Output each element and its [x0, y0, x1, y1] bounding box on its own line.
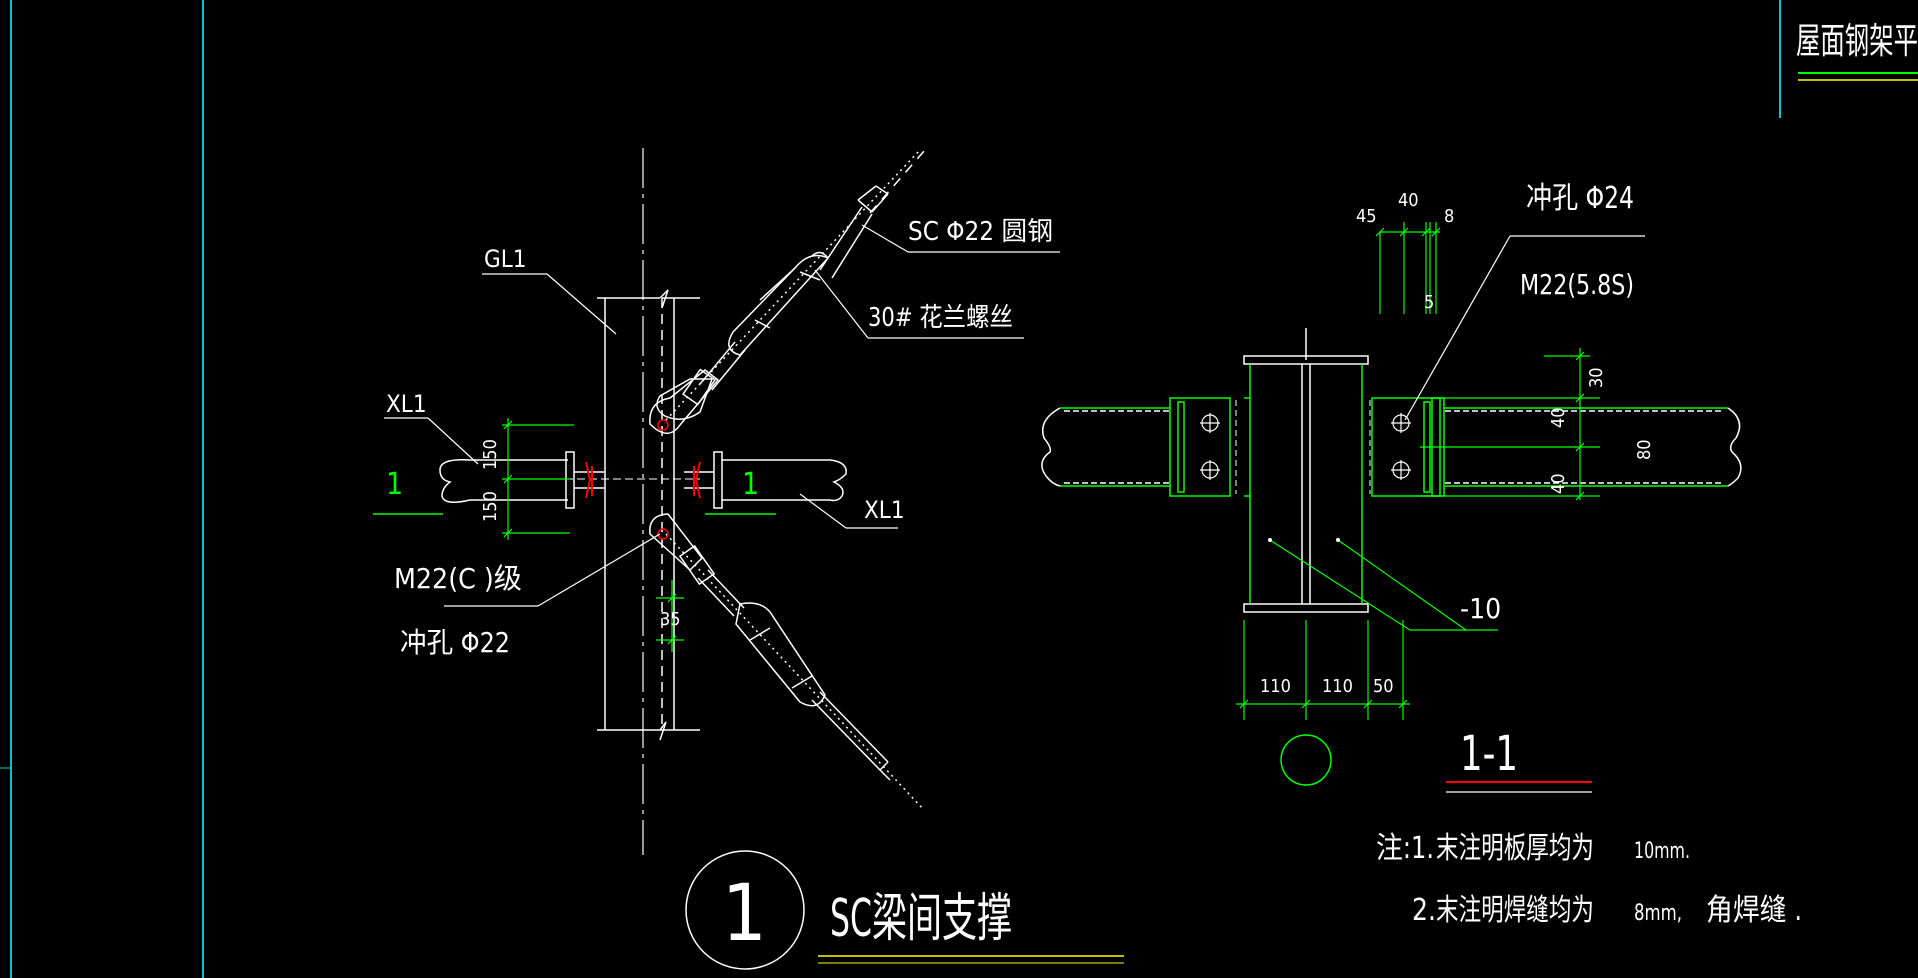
right-dimension-80: 80	[1634, 439, 1655, 460]
left-dimension-group	[502, 418, 574, 540]
dimension-lower-150: 150	[480, 491, 501, 522]
xl1-right-beam	[684, 451, 847, 509]
bolt-grade-label: M22(C )级	[394, 562, 522, 595]
section-bolt-label: M22(5.8S)	[1520, 268, 1634, 301]
section-i-beam	[1243, 328, 1369, 613]
spacing-35-dimension	[656, 580, 684, 652]
xl1-right-label: XL1	[864, 496, 905, 524]
right-dimension-30: 30	[1586, 367, 1607, 388]
spacing-35-label: 35	[660, 609, 681, 630]
upper-diagonal-rod	[656, 149, 926, 421]
section-hole-leader	[1404, 235, 1645, 421]
detail-one: GL1	[373, 148, 1124, 970]
lower-diagonal-rod	[649, 513, 925, 811]
dimension-upper-150: 150	[480, 439, 501, 470]
detail-title: SC梁间支撑	[830, 889, 1012, 949]
gl1-leader	[482, 273, 617, 335]
upper-clevis-outline	[649, 369, 720, 434]
section-mark-right: 1	[742, 467, 759, 502]
sc-rod-leader	[861, 224, 1060, 253]
section-mark-left: 1	[386, 467, 403, 502]
plate-leader-dot-1	[1268, 538, 1272, 542]
note-line1-value: 10mm.	[1634, 839, 1690, 864]
gl1-column	[597, 289, 700, 741]
bottom-dimension-2: 110	[1322, 676, 1353, 697]
note-line1-text: 末注明板厚均为	[1436, 831, 1594, 866]
note-line1-prefix: 注:1.	[1376, 831, 1434, 866]
xl1-leaders	[384, 417, 898, 529]
bottom-dimension-3: 50	[1373, 676, 1394, 697]
section-left-pipe	[1041, 407, 1170, 487]
detail-callout-number: 1	[722, 869, 767, 959]
bottom-dimension-1: 110	[1260, 676, 1291, 697]
section-bolts	[1200, 413, 1411, 480]
plate-leader-dot-2	[1336, 538, 1340, 542]
section-hole-label: 冲孔 Φ24	[1526, 181, 1634, 216]
punch-hole-label: 冲孔 Φ22	[400, 626, 510, 659]
gl1-label: GL1	[484, 245, 527, 273]
bolt-leader	[444, 533, 661, 607]
weld-marks	[585, 461, 701, 499]
top-dimension-5: 5	[1424, 292, 1434, 313]
top-dimension-1: 45	[1356, 206, 1377, 227]
turnbuckle-leader	[814, 269, 1024, 339]
xl1-left-beam	[439, 451, 604, 509]
section-plate-dashes	[1235, 400, 1371, 494]
note-line2-suffix: 角焊缝 .	[1706, 893, 1802, 928]
top-dimension-2: 40	[1398, 190, 1419, 211]
axis-bubble	[1280, 734, 1332, 786]
plate-thickness-leaders	[1269, 539, 1498, 631]
note-line2-prefix: 2.	[1412, 893, 1436, 928]
note-line2-value: 8mm,	[1634, 901, 1682, 926]
xl1-left-label: XL1	[386, 390, 427, 418]
turnbuckle-label: 30# 花兰螺丝	[868, 303, 1013, 333]
section-view: -10 110 110 50	[1041, 181, 1742, 793]
sc-rod-label: SC Φ22 圆钢	[908, 217, 1053, 247]
section-right-pipe	[1445, 407, 1742, 487]
detail-callout-circle	[685, 850, 805, 970]
drawing-frame	[0, 0, 1781, 978]
plate-thickness-label: -10	[1460, 592, 1501, 625]
right-dimension-40-upper: 40	[1548, 407, 1569, 428]
title-block-text: 屋面钢架平	[1796, 21, 1918, 62]
upper-bolt-hole	[657, 419, 669, 431]
top-dimension-group	[1375, 222, 1441, 314]
section-connection-plates	[1169, 397, 1445, 497]
right-dimension-group	[1420, 348, 1600, 501]
top-dimension-3: 8	[1444, 206, 1454, 227]
bottom-dimension-group	[1236, 620, 1410, 720]
section-title: 1-1	[1460, 726, 1518, 782]
note-line2-text: 末注明焊缝均为	[1436, 893, 1594, 928]
lower-bolt-hole	[657, 528, 669, 540]
right-dimension-40-lower: 40	[1548, 473, 1569, 494]
notes-block: 注:1. 末注明板厚均为 10mm. 2. 末注明焊缝均为 8mm, 角焊缝 .	[1376, 831, 1802, 928]
